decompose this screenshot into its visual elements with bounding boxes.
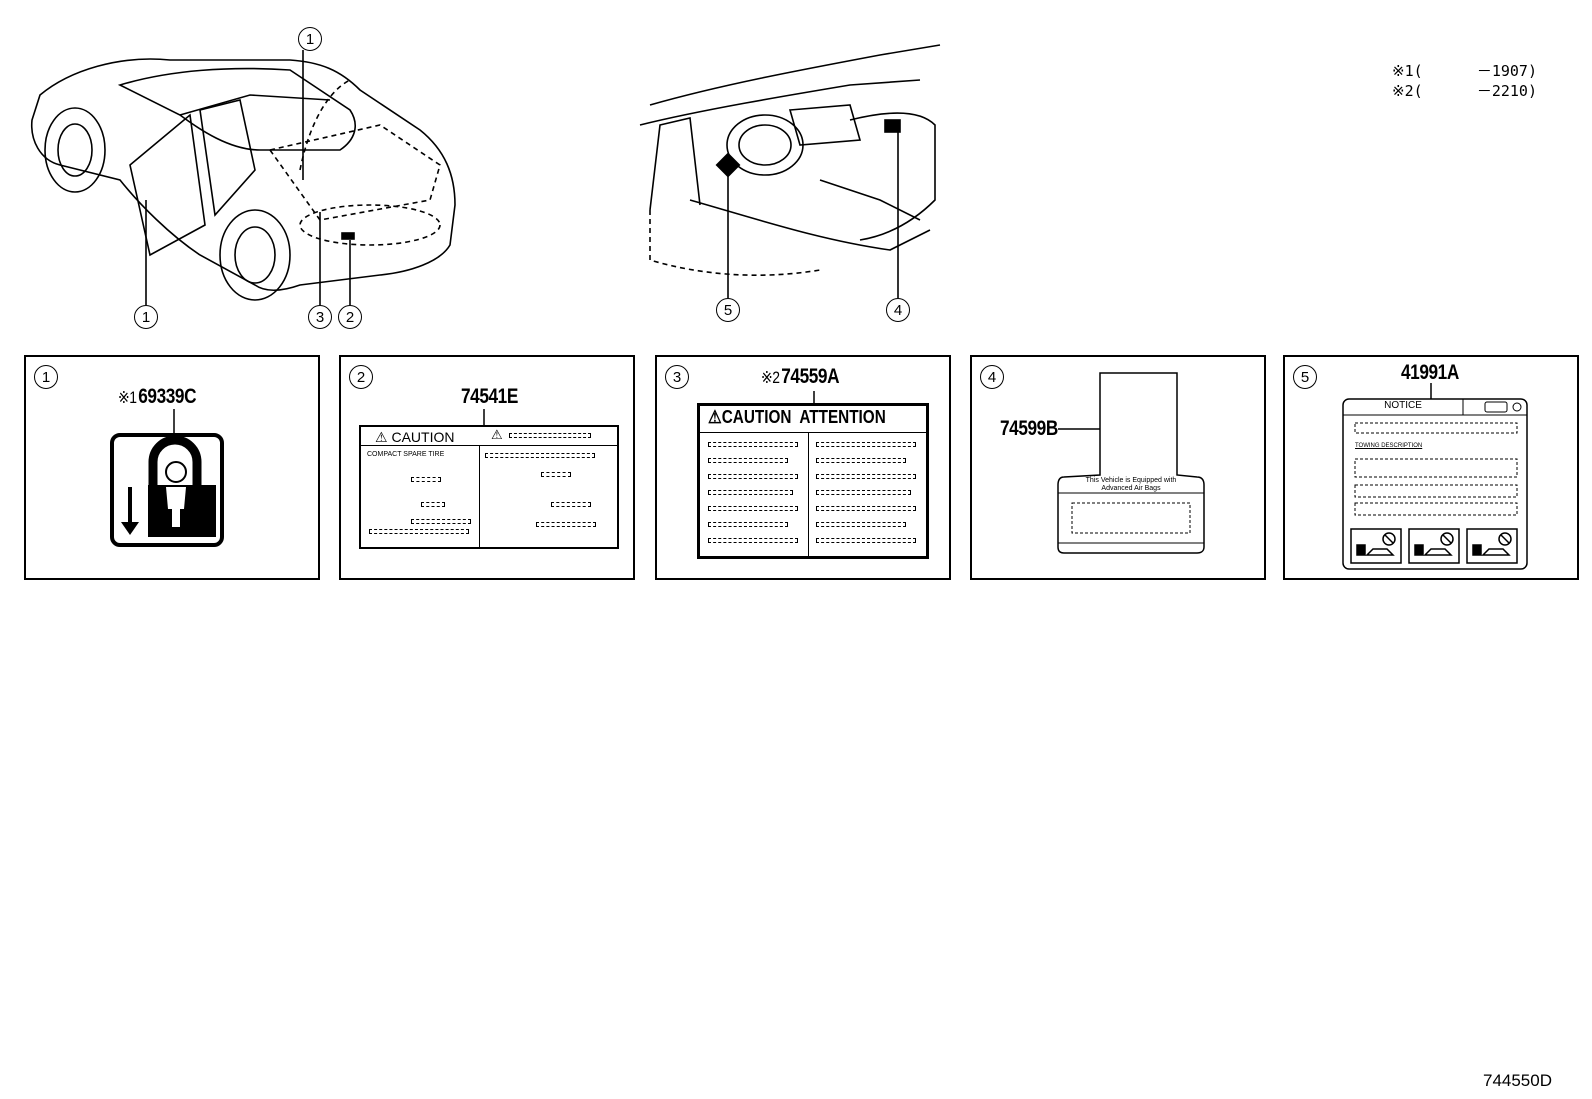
footnote-mark: ※1 (118, 388, 137, 407)
divider (700, 432, 926, 433)
panel-5-number: 5 (1293, 365, 1317, 389)
airbag-label-shape (1057, 372, 1205, 554)
caution-label-74541E: ⚠ CAUTION ⚠ COMPACT SPARE TIRE (359, 425, 619, 549)
text-placeholder (411, 519, 471, 524)
panel-4-number: 4 (980, 365, 1004, 389)
divider (361, 445, 617, 446)
part-number-74599B: 74599B (1000, 417, 1058, 440)
dashboard-illustration (639, 44, 941, 298)
warning-icon: ⚠ (491, 427, 503, 442)
leader-line (813, 391, 815, 403)
text-placeholder (816, 506, 916, 511)
caution-attention-title: ⚠CAUTION ATTENTION (708, 407, 886, 427)
panel-3-number: 3 (665, 365, 689, 389)
callout-1-top: 1 (298, 27, 322, 51)
diagram-id: 744550D (1482, 1071, 1552, 1090)
caution-title: ⚠ CAUTION (375, 429, 455, 445)
text-placeholder (369, 529, 469, 534)
text-placeholder (708, 442, 798, 447)
text-placeholder (411, 477, 441, 482)
child-lock-icon (110, 409, 224, 547)
text-placeholder (816, 458, 906, 463)
panel-3: 3 ※274559A ⚠CAUTION ATTENTION (655, 355, 951, 580)
text-placeholder (708, 522, 788, 527)
airbag-notice-text: This Vehicle is Equipped with Advanced A… (1058, 477, 1204, 493)
callout-4: 4 (886, 298, 910, 322)
text-placeholder (708, 458, 788, 463)
part-number-69339C: ※169339C (118, 385, 197, 409)
text-placeholder (816, 442, 916, 447)
text-placeholder (485, 453, 595, 458)
no-tow-icons (1350, 528, 1518, 564)
legend-note-1: ※1( －1907) (1392, 62, 1537, 80)
caution-attention-label: ⚠CAUTION ATTENTION (697, 403, 929, 559)
part-number-74541E: 74541E (461, 385, 518, 408)
text-placeholder (708, 506, 798, 511)
text-placeholder (816, 538, 916, 543)
text-placeholder (536, 522, 596, 527)
callout-3: 3 (308, 305, 332, 329)
text-placeholder (816, 522, 906, 527)
panel-5: 5 41991A NOTICE TOWING DESCRIPTION (1283, 355, 1579, 580)
callout-5: 5 (716, 298, 740, 322)
airbag-line-1: This Vehicle is Equipped with (1085, 477, 1177, 484)
text-placeholder (708, 538, 798, 543)
towing-description-text: TOWING DESCRIPTION (1355, 443, 1423, 449)
callout-1-bottom: 1 (134, 305, 158, 329)
part-number-text: 74559A (781, 365, 840, 388)
car-rear-illustration (31, 50, 456, 305)
leader-line (483, 409, 485, 425)
callout-2: 2 (338, 305, 362, 329)
part-number-text: 69339C (138, 385, 197, 408)
legend-note-2: ※2( －2210) (1392, 82, 1537, 100)
part-number-41991A: 41991A (1401, 361, 1459, 384)
text-placeholder (541, 472, 571, 477)
text-placeholder (551, 502, 591, 507)
notice-label-shape (1342, 383, 1528, 570)
divider (808, 432, 809, 556)
part-number-74559A: ※274559A (761, 365, 840, 389)
text-placeholder (816, 490, 911, 495)
text-placeholder (509, 433, 591, 438)
text-placeholder (708, 490, 793, 495)
panel-1: 1 ※169339C (24, 355, 320, 580)
compact-spare-tire-text: COMPACT SPARE TIRE (367, 451, 445, 458)
notice-title: NOTICE (1384, 400, 1422, 411)
footnote-mark: ※2 (761, 368, 780, 387)
airbag-line-2: Advanced Air Bags (1101, 485, 1161, 492)
panel-2: 2 74541E ⚠ CAUTION ⚠ COMPACT SPARE TIRE (339, 355, 635, 580)
panel-2-number: 2 (349, 365, 373, 389)
panel-1-number: 1 (34, 365, 58, 389)
text-placeholder (708, 474, 798, 479)
panel-4: 4 74599B This Vehicle is Equipped with A… (970, 355, 1266, 580)
divider (479, 445, 480, 547)
text-placeholder (816, 474, 916, 479)
text-placeholder (421, 502, 445, 507)
